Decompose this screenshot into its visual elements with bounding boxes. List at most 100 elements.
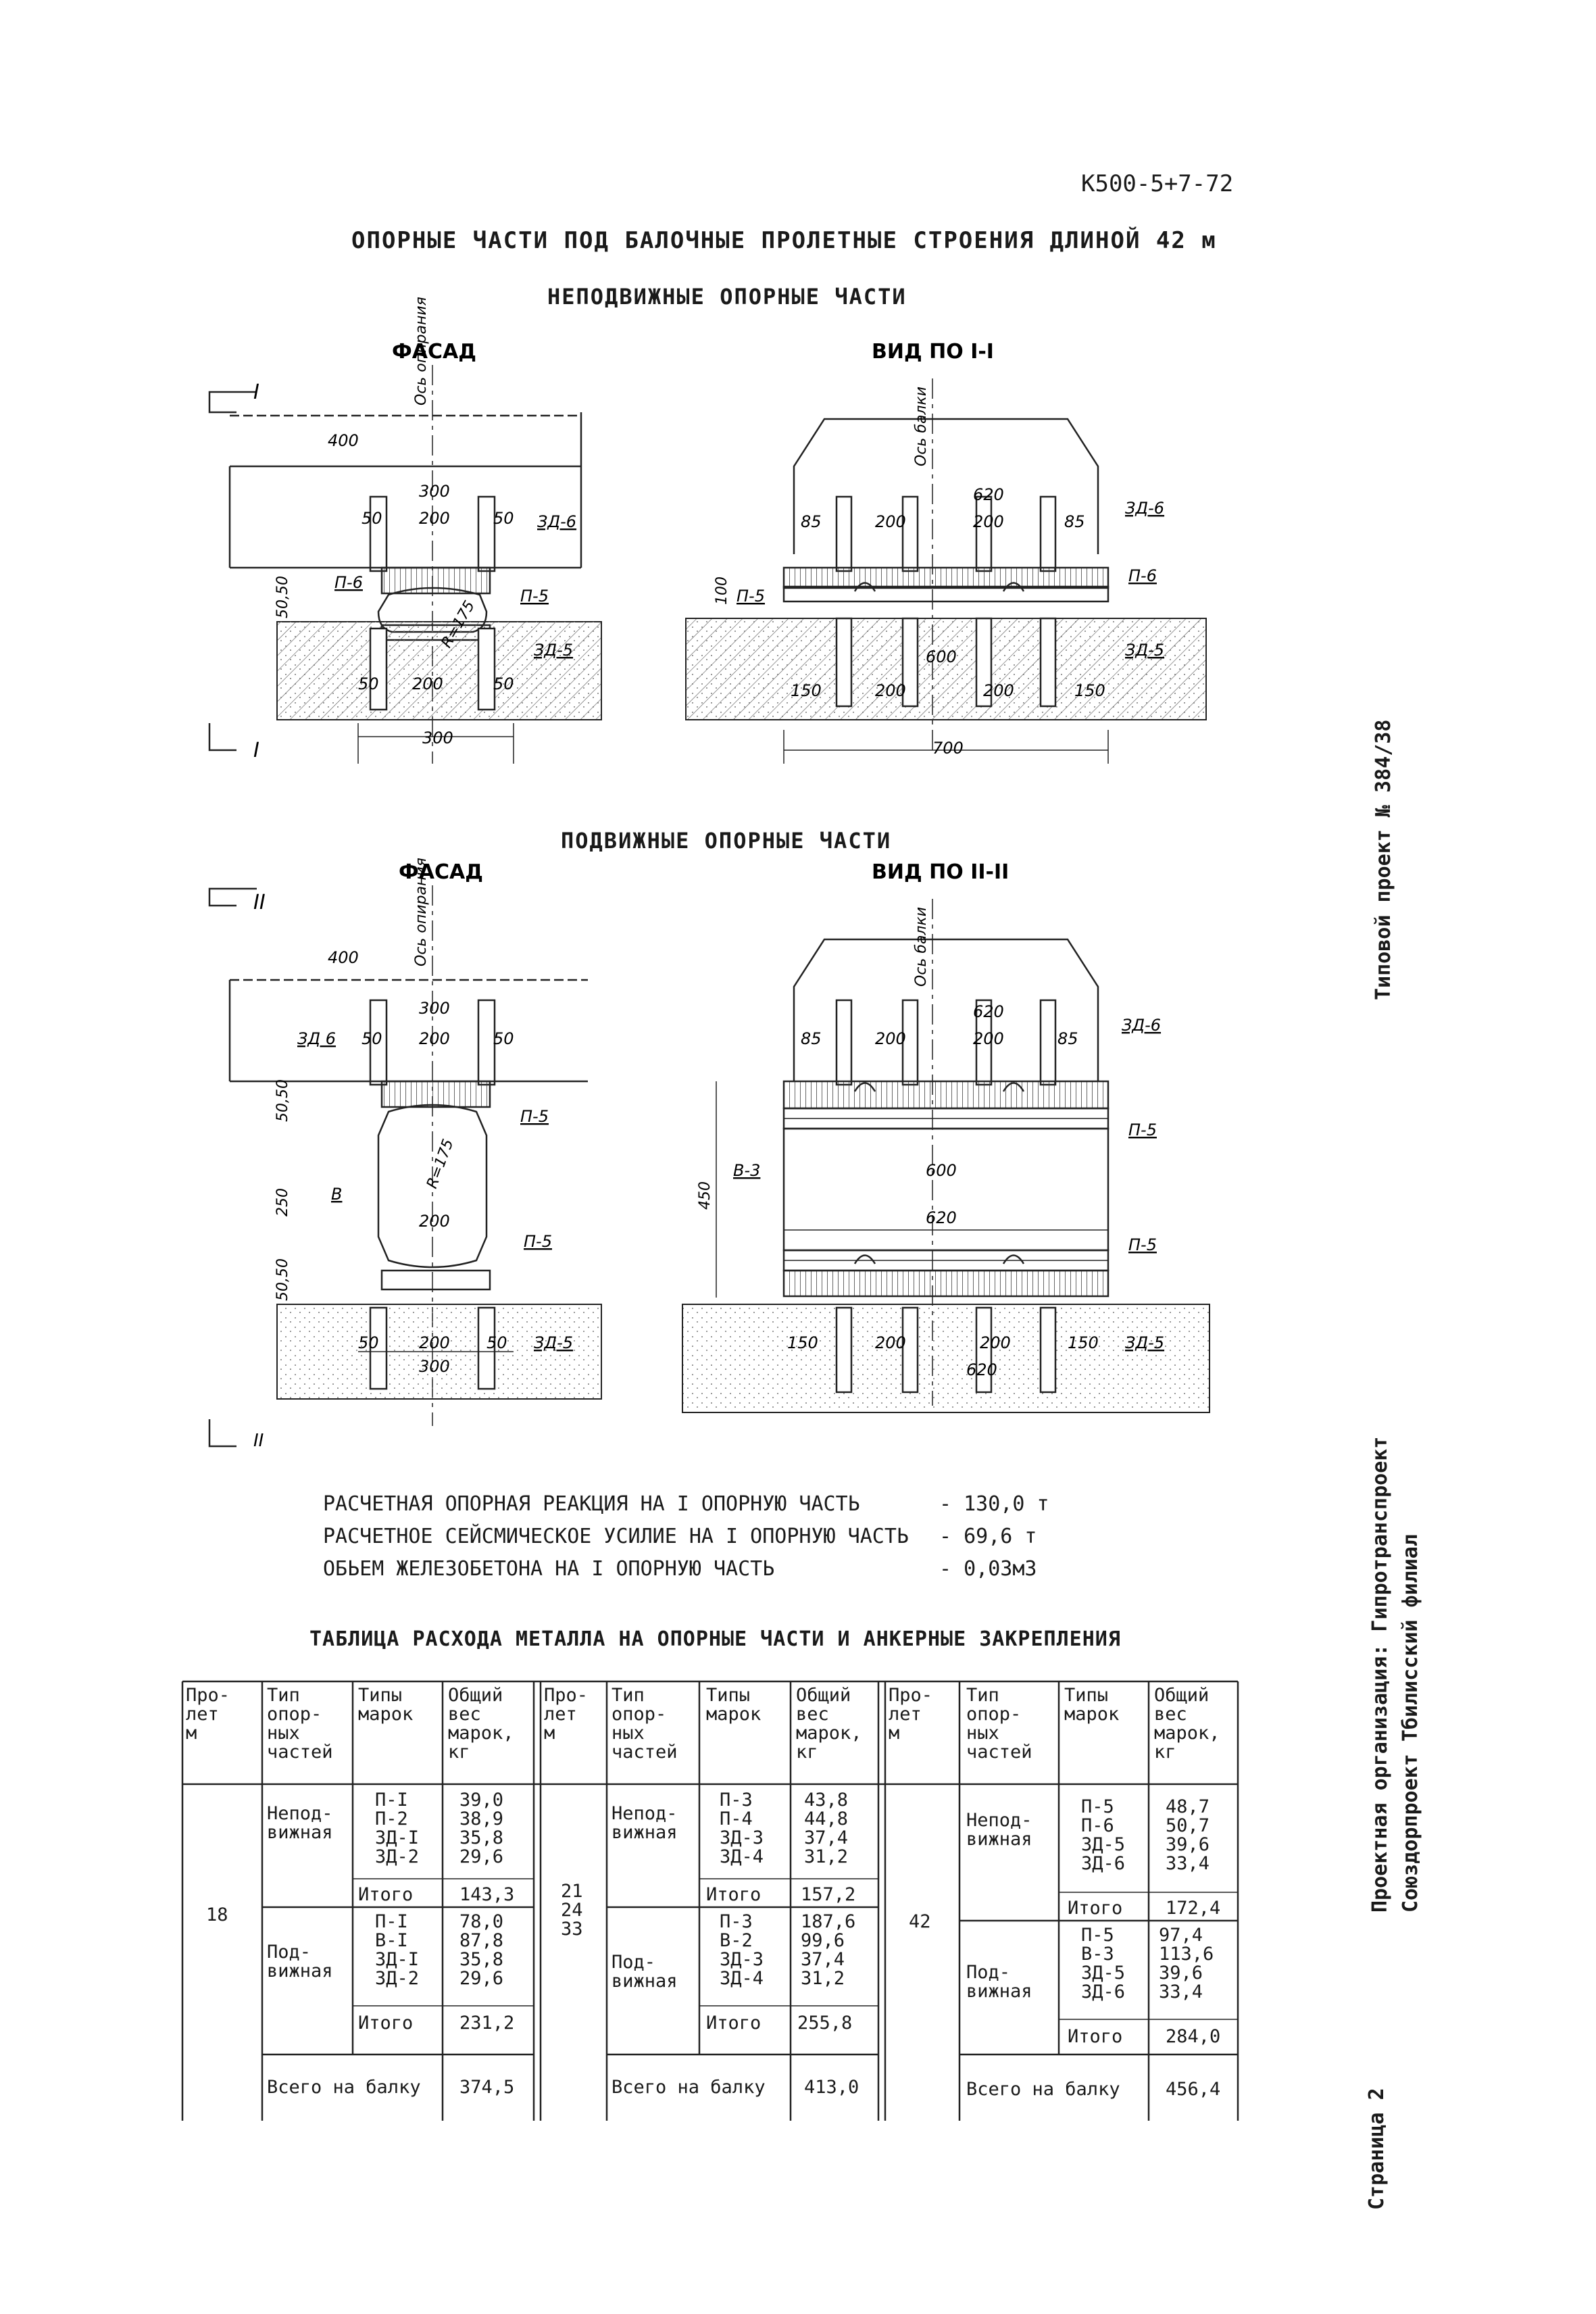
fixed-view-base-150-left: 150	[791, 681, 822, 700]
table-mov-marks: П-3 В-2 ЗД-3 ЗД-4	[720, 1911, 764, 1989]
table-fixed-total: 157,2	[801, 1884, 856, 1905]
side-organization-line2: Союздорпроект Тбилисский филиал	[1399, 1534, 1422, 1913]
movable-facade-tag-3d6: ЗД 6	[297, 1029, 336, 1048]
fixed-view-drawing	[685, 378, 1207, 764]
table-mov-total: 255,8	[797, 2013, 853, 2034]
movable-view-dim-600: 600	[926, 1161, 957, 1180]
movable-facade-dim-5050-bottom: 50,50	[274, 1258, 291, 1301]
table-fixed-weights: 39,0 38,9 35,8 29,6	[459, 1790, 504, 1867]
table-header-marks: Типы марок	[358, 1685, 414, 1725]
fixed-view-tag-p6: П-6	[1128, 566, 1157, 585]
table-sum: 374,5	[459, 2077, 515, 2098]
table-fixed-type: Непод- вижная	[267, 1803, 333, 1843]
movable-facade-drawing	[208, 885, 602, 1448]
fixed-facade-tag-p6: П-6	[334, 573, 363, 592]
fixed-view-label: ВИД ПО I-I	[872, 340, 994, 364]
table-header-span: Про- лет м	[544, 1685, 589, 1744]
movable-facade-dim-5050-top: 50,50	[274, 1079, 291, 1122]
table-fixed-type: Непод- вижная	[612, 1803, 678, 1843]
fixed-facade-dim-200: 200	[419, 509, 450, 528]
movable-view-base-200-right: 200	[980, 1333, 1011, 1352]
table-fixed-total: 143,3	[459, 1884, 515, 1905]
fixed-facade-base-50-right: 50	[493, 674, 514, 693]
fixed-facade-dim-400: 400	[328, 431, 359, 450]
movable-view-tag-p5-top: П-5	[1128, 1121, 1157, 1139]
movable-facade-axis-label: Ось опирания	[413, 858, 430, 966]
movable-view-dim-200-right: 200	[973, 1029, 1004, 1048]
document-code: К500-5+7-72	[1081, 170, 1234, 197]
table-header-span: Про- лет м	[889, 1685, 933, 1744]
table-header-type: Тип опор- ных частей	[966, 1685, 1032, 1763]
fixed-view-base-700: 700	[932, 739, 964, 758]
table-mov-weights: 78,0 87,8 35,8 29,6	[459, 1911, 504, 1989]
spec-value-seismic: - 69,6 т	[939, 1525, 1037, 1548]
fixed-facade-label: ФАСАД	[392, 340, 476, 364]
table-fixed-weights: 48,7 50,7 39,6 33,4	[1166, 1796, 1210, 1874]
table-fixed-marks: П-3 П-4 ЗД-3 ЗД-4	[720, 1790, 764, 1867]
movable-facade-dim-200-mid: 200	[419, 1212, 450, 1231]
movable-facade-label: ФАСАД	[399, 860, 483, 884]
movable-facade-dim-400: 400	[328, 948, 359, 967]
fixed-facade-dim-50-right: 50	[493, 509, 514, 528]
movable-view-dim-85-right: 85	[1057, 1029, 1078, 1048]
movable-view-dim-85-left: 85	[801, 1029, 822, 1048]
table-mov-total-label: Итого	[358, 2013, 414, 2034]
fixed-view-base-200-left: 200	[875, 681, 906, 700]
movable-facade-base-200: 200	[419, 1333, 450, 1352]
table-mov-weights: 97,4 113,6 39,6 33,4	[1159, 1925, 1214, 2002]
fixed-facade-tag-3d5: ЗД-5	[534, 641, 573, 660]
table-header-weight: Общий вес марок, кг	[448, 1685, 514, 1763]
table-mov-total-label: Итого	[1068, 2026, 1123, 2047]
table-sum: 413,0	[804, 2077, 859, 2098]
drawing-title: ОПОРНЫЕ ЧАСТИ ПОД БАЛОЧНЫЕ ПРОЛЕТНЫЕ СТР…	[351, 227, 1217, 254]
fixed-facade-base-50-left: 50	[358, 674, 379, 693]
table-header-weight: Общий вес марок, кг	[796, 1685, 862, 1763]
movable-facade-dim-300: 300	[419, 999, 450, 1018]
movable-view-base-150-right: 150	[1068, 1333, 1099, 1352]
fixed-view-dim-100: 100	[714, 576, 730, 605]
table-mov-total: 231,2	[459, 2013, 515, 2034]
movable-view-base-620: 620	[966, 1360, 997, 1379]
movable-facade-dim-50-left: 50	[361, 1029, 382, 1048]
movable-facade-section-mark: II	[253, 891, 266, 914]
fixed-view-tag-3d6: ЗД-6	[1125, 499, 1164, 518]
movable-view-axis-label: Ось балки	[913, 907, 930, 987]
table-fixed-total-label: Итого	[706, 1884, 762, 1905]
table-sum-label: Всего на балку	[612, 2077, 766, 2098]
table-span-cell: 21 24 33	[561, 1881, 583, 1940]
table-mov-type: Под- вижная	[966, 1962, 1032, 2002]
movable-view-dim-620-mid: 620	[926, 1208, 957, 1227]
movable-view-dim-200-left: 200	[875, 1029, 906, 1048]
table-fixed-marks: П-I П-2 ЗД-I ЗД-2	[375, 1790, 420, 1867]
movable-view-label: ВИД ПО II-II	[872, 860, 1009, 884]
fixed-facade-tag-3d6: ЗД-6	[537, 512, 576, 531]
table-mov-marks: П-5 В-3 ЗД-5 ЗД-6	[1081, 1925, 1126, 2002]
table-header-type: Тип опор- ных частей	[267, 1685, 333, 1763]
side-organization-line1: Проектная организация: Гипротранспроект	[1368, 1436, 1392, 1913]
table-span-cell: 18	[206, 1904, 228, 1925]
movable-view-dim-450: 450	[697, 1181, 714, 1210]
table-header-marks: Типы марок	[1064, 1685, 1120, 1725]
fixed-facade-base-300: 300	[422, 729, 453, 747]
fixed-facade-axis-label: Ось опирания	[413, 297, 430, 405]
movable-facade-base-50-right: 50	[487, 1333, 507, 1352]
fixed-facade-section-mark: I	[253, 380, 259, 404]
table-fixed-total-label: Итого	[358, 1884, 414, 1905]
fixed-view-tag-p5: П-5	[737, 587, 765, 606]
table-fixed-total: 172,4	[1166, 1898, 1221, 1919]
bearing-drawings: ФАСАД Ось опирания I I 400 300 200 50 50…	[208, 297, 1210, 1451]
spec-label-concrete: ОБЬЕМ ЖЕЛЕЗОБЕТОНА НА I ОПОРНУЮ ЧАСТЬ	[323, 1557, 775, 1581]
movable-view-tag-b3: В-3	[733, 1161, 760, 1180]
table-mov-total: 284,0	[1166, 2026, 1221, 2047]
metal-table-title: ТАБЛИЦА РАСХОДА МЕТАЛЛА НА ОПОРНЫЕ ЧАСТИ…	[309, 1627, 1121, 1651]
movable-bearings-heading: ПОДВИЖНЫЕ ОПОРНЫЕ ЧАСТИ	[561, 828, 892, 854]
table-fixed-total-label: Итого	[1068, 1898, 1123, 1919]
table-mov-type: Под- вижная	[612, 1952, 678, 1992]
fixed-view-axis-label: Ось балки	[913, 387, 930, 466]
fixed-facade-dim-300: 300	[419, 482, 450, 501]
table-mov-marks: П-I В-I ЗД-I ЗД-2	[375, 1911, 420, 1989]
table-header-marks: Типы марок	[706, 1685, 762, 1725]
movable-facade-tag-p5-bottom: П-5	[524, 1232, 552, 1251]
fixed-bearings-heading: НЕПОДВИЖНЫЕ ОПОРНЫЕ ЧАСТИ	[547, 284, 907, 310]
